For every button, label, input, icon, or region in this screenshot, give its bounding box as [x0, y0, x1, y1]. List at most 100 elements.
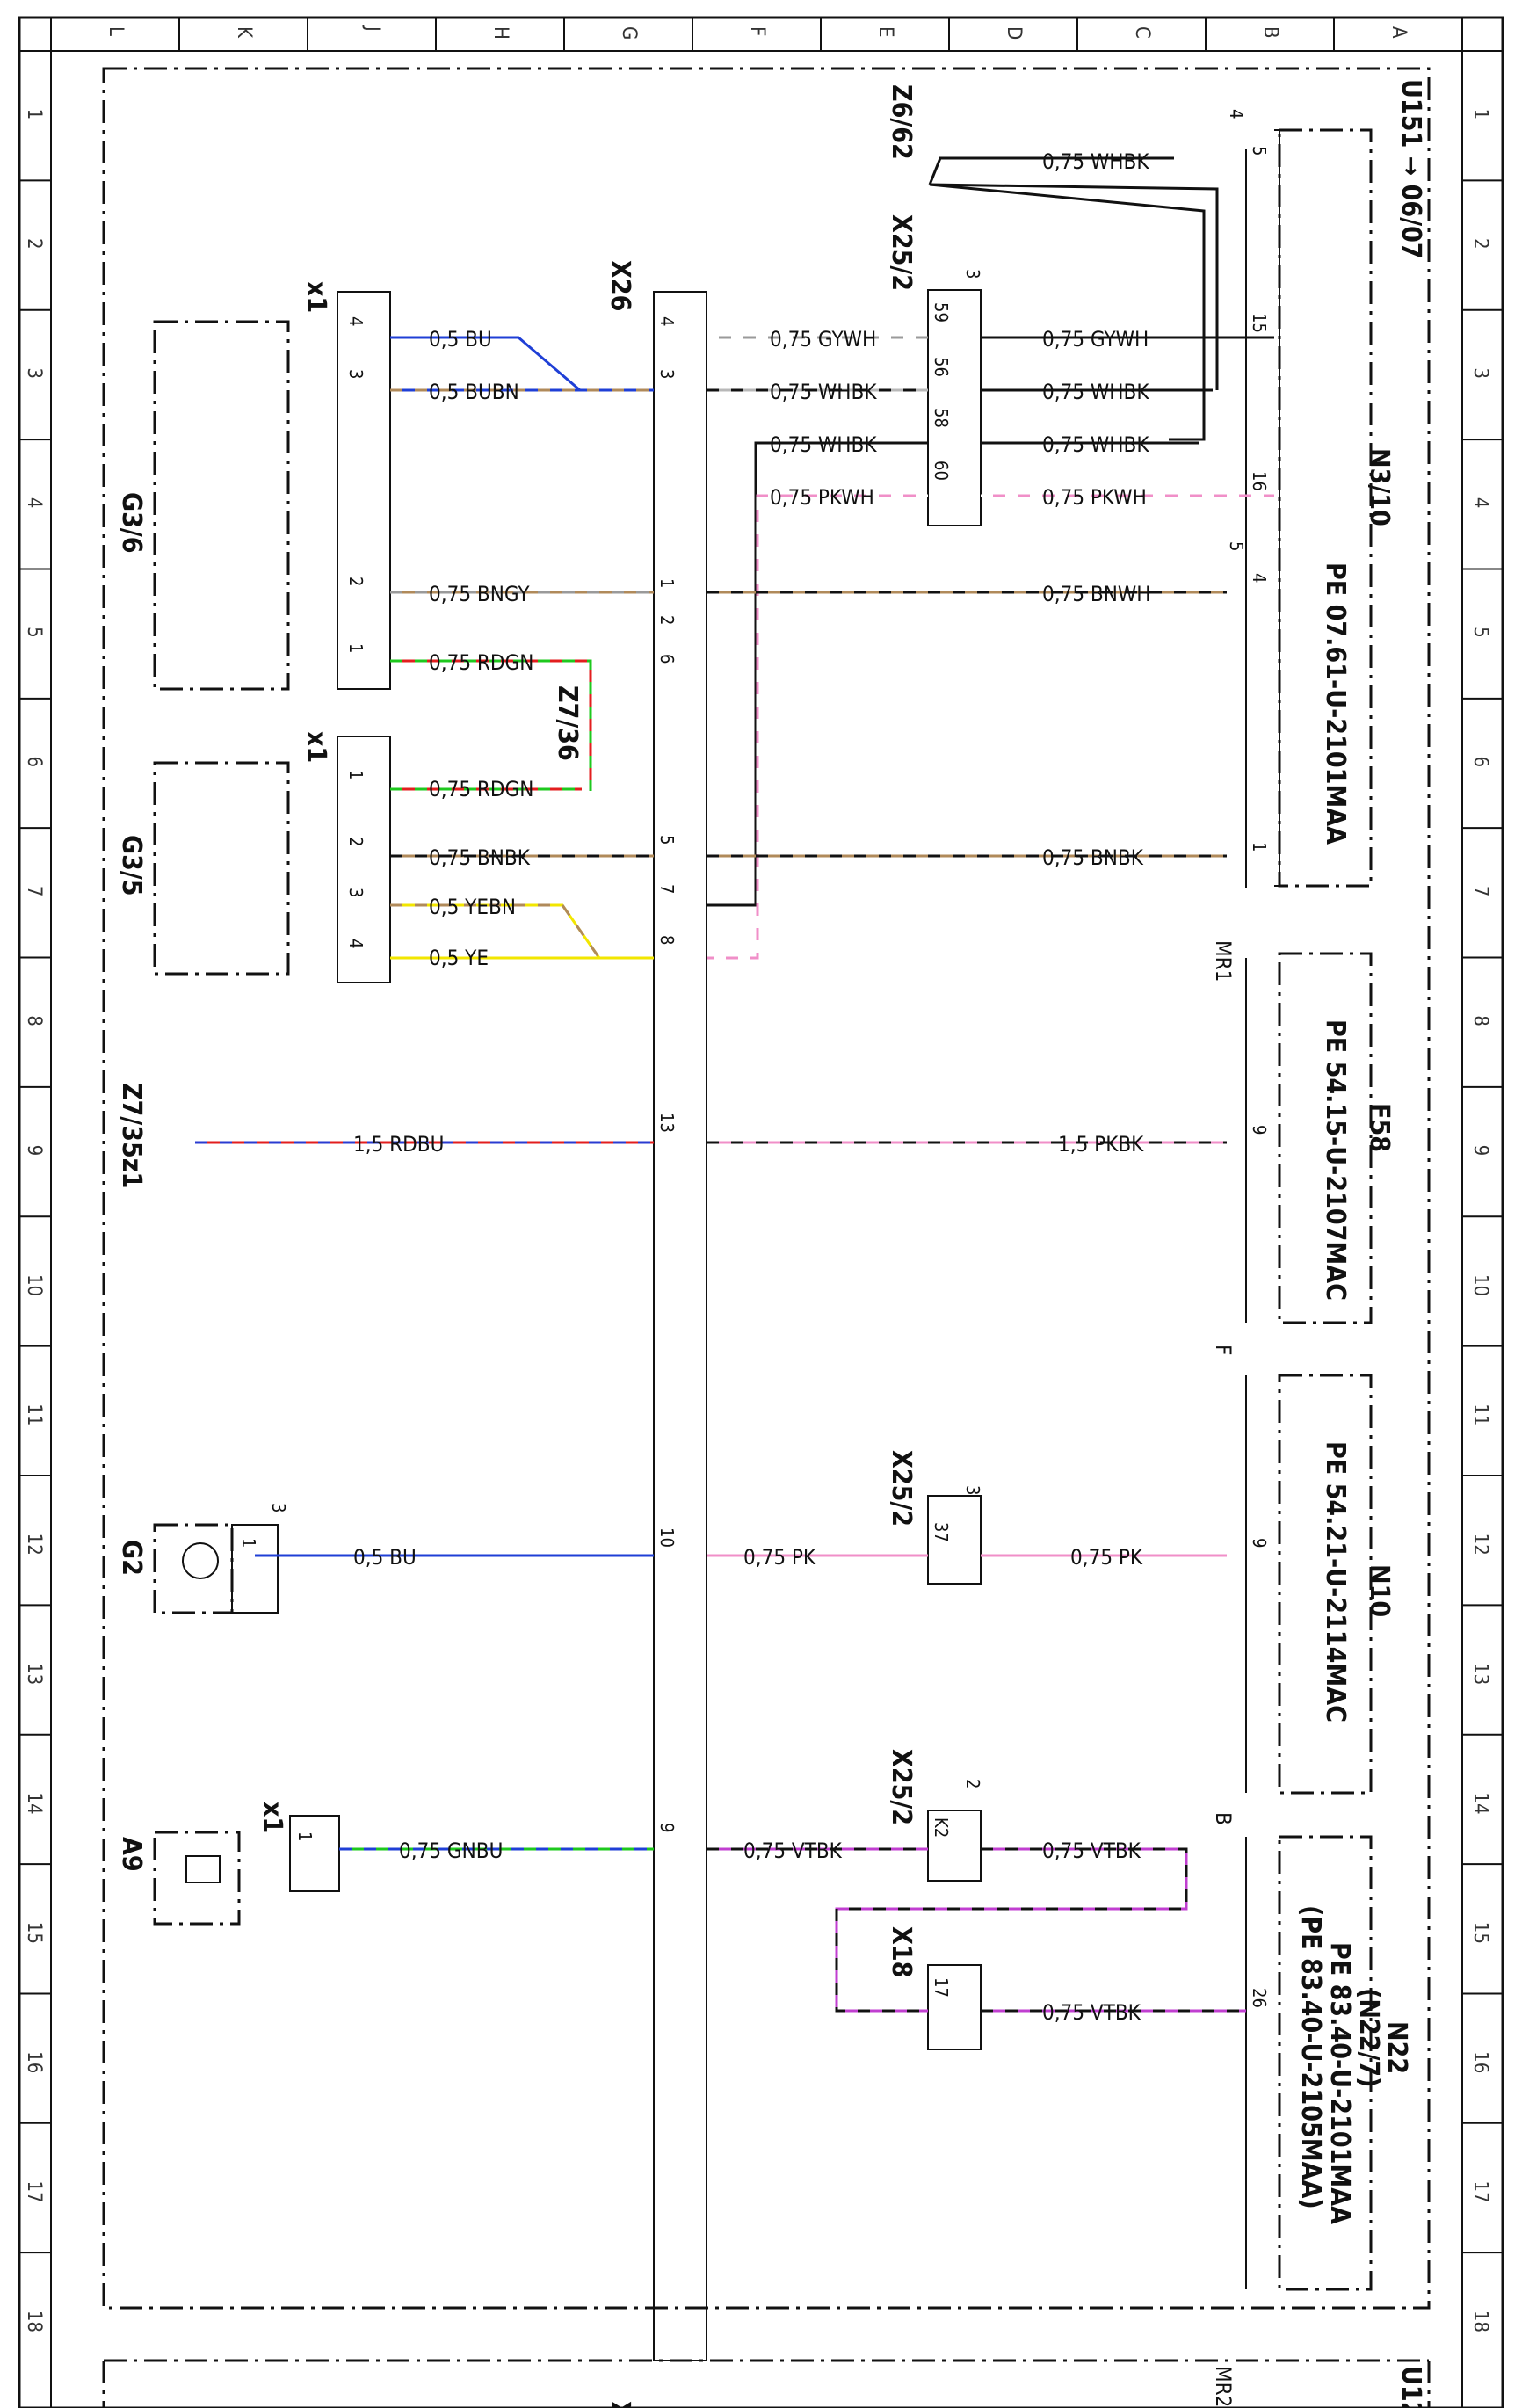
row-marker-left: 4	[23, 497, 45, 509]
a9-actuator	[153, 1815, 340, 1926]
row-marker-right: 1	[1469, 109, 1491, 120]
sheet-frame	[18, 16, 1504, 2408]
pin-g35-2: 2	[345, 837, 366, 846]
wire-label-w17: 0,75 BNBK	[1042, 845, 1144, 870]
row-marker-right: 7	[1469, 886, 1491, 897]
wire-label-w24: 0,75 PK	[1070, 1545, 1143, 1570]
wire-label-w7: 0,75 WHBK	[1042, 380, 1149, 404]
column-marker: F	[746, 26, 768, 36]
pin-x26-10: 10	[656, 1527, 678, 1548]
x25-2-block-mid	[927, 1495, 982, 1585]
row-marker-right: 9	[1469, 1145, 1491, 1157]
pin-a9-1: 1	[294, 1831, 315, 1841]
row-marker-left: 2	[23, 238, 45, 250]
row-marker-right: 10	[1469, 1274, 1491, 1296]
pin-x26-4: 4	[656, 316, 678, 326]
pin-g36-3: 3	[345, 369, 366, 379]
pin-n15: 15	[1249, 313, 1270, 333]
wire-label-w27: 0,75 VTBK	[1042, 1839, 1142, 1863]
g3-5-label: G3/5	[116, 835, 147, 896]
pin-labels: 5 15 16 4 1 9 9 26 59 56 58 60 37 K2 17 …	[238, 109, 1270, 2008]
column-marker: E	[874, 26, 896, 38]
wire-label-w19: 0,5 YE	[429, 946, 489, 970]
pin-g2-1: 1	[238, 1538, 259, 1548]
row-marker-left: 5	[23, 627, 45, 638]
pin-n5: 5	[1249, 146, 1270, 156]
pin-k2: K2	[931, 1817, 952, 1838]
n3-10-ref: PE 07.61-U-2101MAA	[1320, 562, 1351, 845]
wire-label-w10: 0,75 PKWH	[770, 485, 874, 510]
wire-label-w25: 0,75 GNBU	[399, 1839, 503, 1863]
pin-x26-6: 6	[656, 654, 678, 664]
tag-3c: 3	[268, 1503, 289, 1512]
pin-g35-3: 3	[345, 888, 366, 897]
pin-x26-13: 13	[656, 1113, 678, 1133]
mr1-label: MR1	[1211, 940, 1236, 982]
pin-c56: 56	[931, 357, 952, 377]
wire-label-w14: 0,75 RDGN	[429, 650, 533, 675]
wire-w18-stripe	[390, 903, 654, 960]
pin-x26-5: 5	[656, 835, 678, 845]
pin-x26-9: 9	[656, 1823, 678, 1832]
n3-10-code: N3/10	[1364, 448, 1395, 526]
mr-b-label: B	[1211, 1812, 1236, 1825]
wire-label-w18: 0,5 YEBN	[429, 895, 516, 919]
tag-4: 4	[1226, 109, 1247, 119]
wire-label-w23: 0,75 PK	[743, 1545, 816, 1570]
n22-unit	[1245, 1835, 1373, 2291]
pin-g36-4: 4	[345, 316, 366, 326]
wire-w14-stripe	[390, 659, 592, 791]
f58-code: F58	[1364, 1103, 1395, 1152]
wire-label-w6: 0,75 WHBK	[770, 380, 877, 404]
pin-n1: 1	[1249, 842, 1270, 852]
wire-label-w11: 0,75 PKWH	[1042, 485, 1147, 510]
pin-n4: 4	[1249, 573, 1270, 583]
row-marker-right: 4	[1469, 497, 1491, 509]
row-marker-left: 10	[23, 1274, 45, 1296]
u127-label: U127	[1395, 2366, 1426, 2408]
wire-label-w3: 0,75 GYWH	[770, 327, 876, 352]
row-marker-right: 17	[1469, 2180, 1491, 2202]
wire-label-w5: 0,5 BUBN	[429, 380, 519, 404]
pin-x26-8: 8	[656, 935, 678, 945]
row-marker-left: 12	[23, 1534, 45, 1556]
wire-label-w26: 0,75 VTBK	[743, 1839, 843, 1863]
row-marker-right: 16	[1469, 2051, 1491, 2073]
x25-2-block-low	[927, 1810, 982, 1882]
row-marker-left: 13	[23, 1663, 45, 1685]
row-marker-right: 11	[1469, 1403, 1491, 1425]
wire-label-w1: 0,75 WHBK	[1042, 149, 1149, 174]
wire-w27	[835, 1847, 1188, 2013]
row-marker-left: 8	[23, 1015, 45, 1026]
wire-label-w20: 1,5 RDBU	[353, 1132, 444, 1157]
n10-ref: PE 54.21-U-2114MAC	[1320, 1441, 1351, 1723]
n22-ref2: (PE 83.40-U-2105MAA)	[1295, 1905, 1326, 2209]
x1-label-a: x1	[301, 281, 331, 313]
column-marker: D	[1003, 26, 1025, 40]
wire-w1c	[929, 183, 1219, 390]
row-marker-left: 16	[23, 2051, 45, 2073]
pin-g35-4: 4	[345, 939, 366, 948]
row-marker-left: 14	[23, 1792, 45, 1814]
wire-label-w13: 0,75 BNWH	[1042, 582, 1150, 606]
row-marker-right: 18	[1469, 2310, 1491, 2332]
wire-label-w2: 0,5 BU	[429, 327, 492, 352]
wire-label-w4: 0,75 GYWH	[1042, 327, 1149, 352]
row-marker-right: 6	[1469, 756, 1491, 767]
g3-5-sensor	[153, 736, 391, 983]
wire-label-w22: 0,5 BU	[353, 1545, 417, 1570]
x25-2-block-top	[927, 289, 982, 526]
row-marker-left: 6	[23, 756, 45, 767]
wires-layer	[195, 156, 1274, 2013]
x18-label: X18	[886, 1926, 917, 1977]
wire-w1b	[929, 183, 1206, 441]
mr2-label: MR2	[1211, 2366, 1236, 2407]
pin-c37: 37	[931, 1522, 952, 1542]
column-marker: K	[233, 26, 255, 39]
n10-code: N10	[1364, 1564, 1395, 1617]
column-marker: J	[361, 25, 383, 32]
pin-g35-1: 1	[345, 770, 366, 780]
pin-g36-1: 1	[345, 643, 366, 653]
